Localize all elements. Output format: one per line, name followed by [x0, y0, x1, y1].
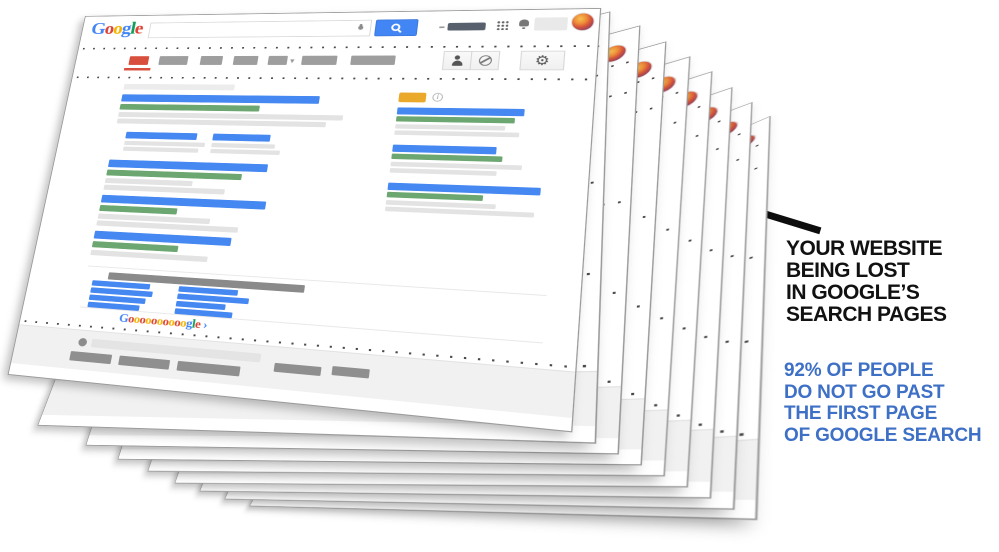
tab-item[interactable] — [301, 55, 338, 65]
result-text-bar — [211, 142, 276, 149]
person-button[interactable] — [441, 51, 473, 71]
active-tab-underline — [123, 68, 151, 71]
result-title-bar[interactable] — [125, 131, 198, 141]
result-title-bar[interactable] — [121, 94, 320, 104]
stat-line: OF GOOGLE SEARCH — [784, 424, 982, 446]
person-icon — [450, 55, 464, 66]
ad-text-bar — [394, 130, 520, 138]
globe-button[interactable] — [469, 50, 501, 71]
apps-grid-icon[interactable] — [495, 20, 509, 31]
ad-title-bar[interactable] — [396, 107, 525, 117]
search-button[interactable] — [374, 19, 419, 37]
plus-dash — [439, 26, 445, 29]
stat-line: DO NOT GO PAST — [784, 381, 945, 403]
gear-icon: ⚙ — [534, 52, 551, 69]
arrow-shaft — [760, 208, 822, 234]
tab-item[interactable] — [232, 55, 259, 65]
result-text-bar — [90, 249, 208, 263]
google-logo: Google — [89, 18, 144, 38]
search-input[interactable] — [147, 19, 373, 39]
globe-icon — [477, 55, 492, 66]
footer-search-bar[interactable] — [90, 338, 262, 363]
ad-url-bar — [395, 116, 516, 124]
gear-button[interactable]: ⚙ — [519, 50, 566, 71]
ad-info-icon[interactable]: i — [431, 92, 444, 102]
tab-item[interactable] — [158, 56, 189, 65]
tab-item[interactable] — [350, 55, 396, 65]
mic-icon[interactable] — [358, 24, 364, 32]
tab-item[interactable] — [267, 55, 288, 65]
tab-item[interactable] — [199, 55, 224, 65]
ad-text-bar — [384, 206, 535, 218]
footer-dot-icon — [77, 337, 88, 347]
result-url-bar — [119, 103, 260, 112]
pagination-letter: e — [194, 316, 202, 331]
ad-url-bar — [391, 153, 503, 163]
tab-caret-icon: ▾ — [289, 56, 296, 65]
stat-line: 92% OF PEOPLE — [784, 360, 934, 381]
headline-line: IN GOOGLE’S — [786, 281, 920, 304]
result-text-bar — [122, 146, 199, 153]
headline-line: BEING LOST — [786, 259, 910, 282]
stat-line: THE FIRST PAGE — [784, 403, 938, 424]
headline-line: SEARCH PAGES — [786, 303, 947, 326]
search-icon — [390, 23, 403, 33]
plus-bar — [447, 22, 487, 31]
result-title-bar[interactable] — [212, 133, 271, 142]
ad-text-bar — [395, 124, 506, 131]
headline-line: YOUR WEBSITE — [786, 237, 943, 260]
stat-text: 92% OF PEOPLE DO NOT GO PAST THE FIRST P… — [784, 360, 982, 446]
serp-page-front: Google ⚙ i Goooooooooogl — [7, 7, 602, 433]
headline-text: YOUR WEBSITE BEING LOST IN GOOGLE’S SEAR… — [786, 237, 947, 326]
bell-icon[interactable] — [519, 19, 530, 29]
stats-bar — [123, 83, 235, 91]
pagination-next-icon[interactable]: › — [202, 317, 209, 332]
result-text-bar — [210, 148, 281, 156]
ad-url-bar — [386, 191, 484, 201]
tab-active[interactable] — [128, 56, 150, 65]
ad-title-bar[interactable] — [392, 144, 497, 155]
signin-placeholder[interactable] — [533, 17, 569, 31]
avatar[interactable] — [570, 12, 596, 32]
dotted-separator — [82, 45, 592, 50]
dotted-separator — [76, 76, 590, 81]
result-text-bar — [103, 184, 225, 195]
ad-text-bar — [389, 168, 497, 176]
ad-badge — [398, 92, 427, 103]
